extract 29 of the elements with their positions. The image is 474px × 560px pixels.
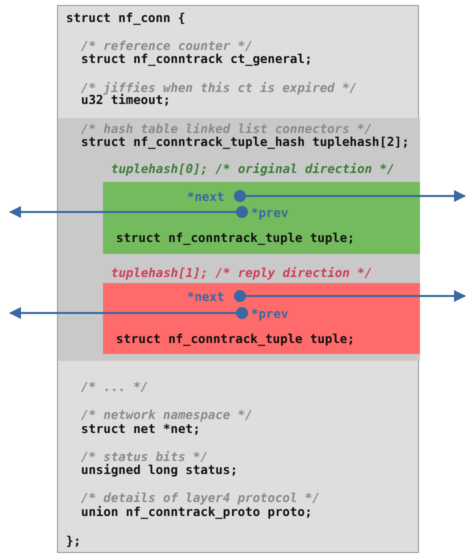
pointer-arrow xyxy=(9,206,248,218)
code-comment: /* hash table linked list connectors */ xyxy=(81,122,372,136)
code-line: struct nf_conntrack_tuple tuple; xyxy=(116,231,355,245)
code-comment: /* network namespace */ xyxy=(81,408,253,422)
code-line: struct nf_conntrack_tuple_hash tuplehash[2]; xyxy=(81,135,410,149)
code-comment: /* ... */ xyxy=(81,380,148,394)
pointer-label: *next xyxy=(187,190,224,204)
code-comment: /* status bits */ xyxy=(81,450,208,464)
code-line: unsigned long status; xyxy=(81,463,238,477)
field-heading: tuplehash[1]; /* reply direction */ xyxy=(111,266,372,280)
code-line: struct nf_conntrack ct_general; xyxy=(81,52,312,66)
pointer-arrow xyxy=(234,190,466,202)
code-line: struct net *net; xyxy=(81,422,200,436)
pointer-label: *prev xyxy=(251,206,288,220)
code-comment: /* reference counter */ xyxy=(81,39,253,53)
pointer-label: *next xyxy=(187,290,224,304)
code-line: }; xyxy=(66,534,81,548)
pointer-label: *prev xyxy=(251,307,288,321)
code-line: struct nf_conntrack_tuple tuple; xyxy=(116,332,355,346)
struct-panel xyxy=(57,5,419,553)
field-heading: tuplehash[0]; /* original direction */ xyxy=(111,162,394,176)
code-comment: /* details of layer4 protocol */ xyxy=(81,491,320,505)
code-line: u32 timeout; xyxy=(81,93,171,107)
code-comment: /* jiffies when this ct is expired */ xyxy=(81,81,358,95)
code-line: struct nf_conn { xyxy=(66,11,186,25)
code-line: union nf_conntrack_proto proto; xyxy=(81,505,312,519)
pointer-arrow xyxy=(234,290,466,302)
nested-struct-band xyxy=(58,118,420,361)
pointer-arrow xyxy=(9,307,248,319)
